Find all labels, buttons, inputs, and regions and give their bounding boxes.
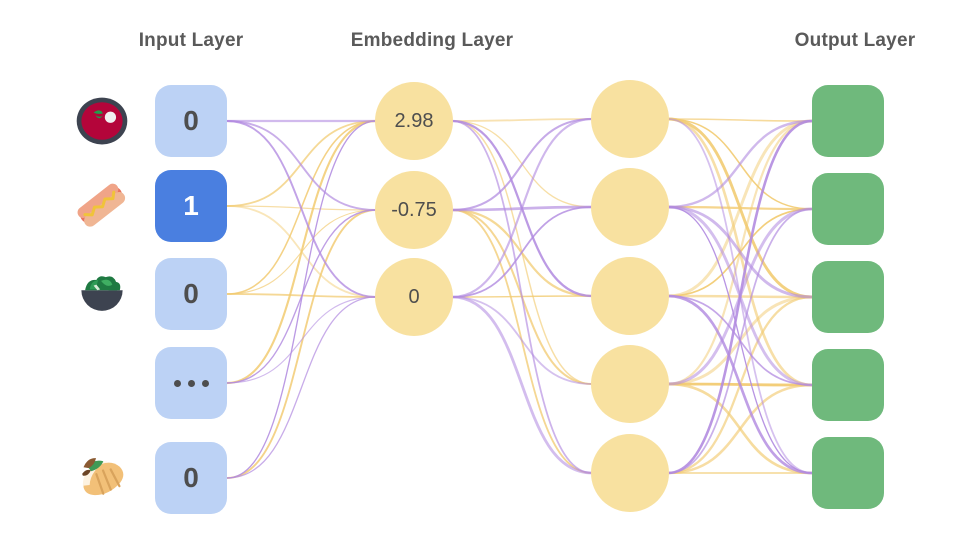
edge — [451, 117, 593, 212]
hidden-node-0[interactable] — [591, 80, 669, 158]
hot-dog-icon — [72, 176, 132, 236]
hidden-node-2[interactable] — [591, 257, 669, 335]
embedding-node-1[interactable]: -0.75 — [375, 171, 453, 249]
output-node-0[interactable] — [812, 85, 884, 157]
edge — [667, 119, 813, 209]
edge — [226, 120, 377, 207]
hidden-node-1[interactable] — [591, 168, 669, 246]
edge — [667, 119, 813, 475]
embedding-node-2[interactable]: 0 — [375, 258, 453, 336]
edge — [451, 206, 593, 298]
edge — [226, 119, 377, 385]
edge — [226, 296, 377, 384]
node-value: 2.98 — [394, 109, 434, 132]
edge — [226, 296, 377, 479]
edge — [667, 119, 813, 298]
output-node-2[interactable] — [812, 261, 884, 333]
node-value: 0 — [183, 278, 199, 309]
burrito-icon — [72, 448, 132, 508]
input-node-4[interactable]: 0 — [155, 442, 227, 514]
dot — [187, 379, 195, 387]
soup-bowl-icon — [72, 91, 132, 151]
ellipsis-dots — [173, 379, 209, 387]
node-value: 0 — [183, 105, 199, 136]
embedding-node-0[interactable]: 2.98 — [375, 82, 453, 160]
output-node-4[interactable] — [812, 437, 884, 509]
dot — [173, 379, 181, 387]
node-value: 1 — [183, 190, 199, 221]
layer-title-embedding: Embedding Layer — [350, 30, 514, 51]
edge — [667, 383, 813, 475]
edge — [451, 118, 593, 122]
hidden-node-4[interactable] — [591, 434, 669, 512]
layer-title-output: Output Layer — [794, 30, 916, 51]
edge — [667, 205, 813, 299]
edge — [667, 118, 813, 122]
edge — [226, 120, 377, 479]
edge — [451, 120, 593, 474]
node-value: 0 — [408, 285, 420, 308]
edge — [451, 296, 593, 385]
edge — [667, 294, 813, 475]
edge — [226, 120, 377, 211]
node-value: 0 — [183, 462, 199, 493]
node-value: -0.75 — [391, 198, 437, 221]
output-node-3[interactable] — [812, 349, 884, 421]
dot — [201, 379, 209, 387]
edge — [226, 209, 377, 479]
layer-title-input: Input Layer — [138, 30, 244, 51]
salad-bowl-icon — [72, 264, 132, 324]
input-node-2[interactable]: 0 — [155, 258, 227, 330]
edge — [226, 120, 377, 298]
edge — [451, 295, 593, 475]
input-node-1[interactable]: 1 — [155, 170, 227, 242]
input-node-3[interactable] — [155, 347, 227, 419]
input-node-0[interactable]: 0 — [155, 85, 227, 157]
edge — [451, 117, 593, 299]
edge — [667, 208, 813, 474]
output-node-1[interactable] — [812, 173, 884, 245]
hidden-node-3[interactable] — [591, 345, 669, 423]
